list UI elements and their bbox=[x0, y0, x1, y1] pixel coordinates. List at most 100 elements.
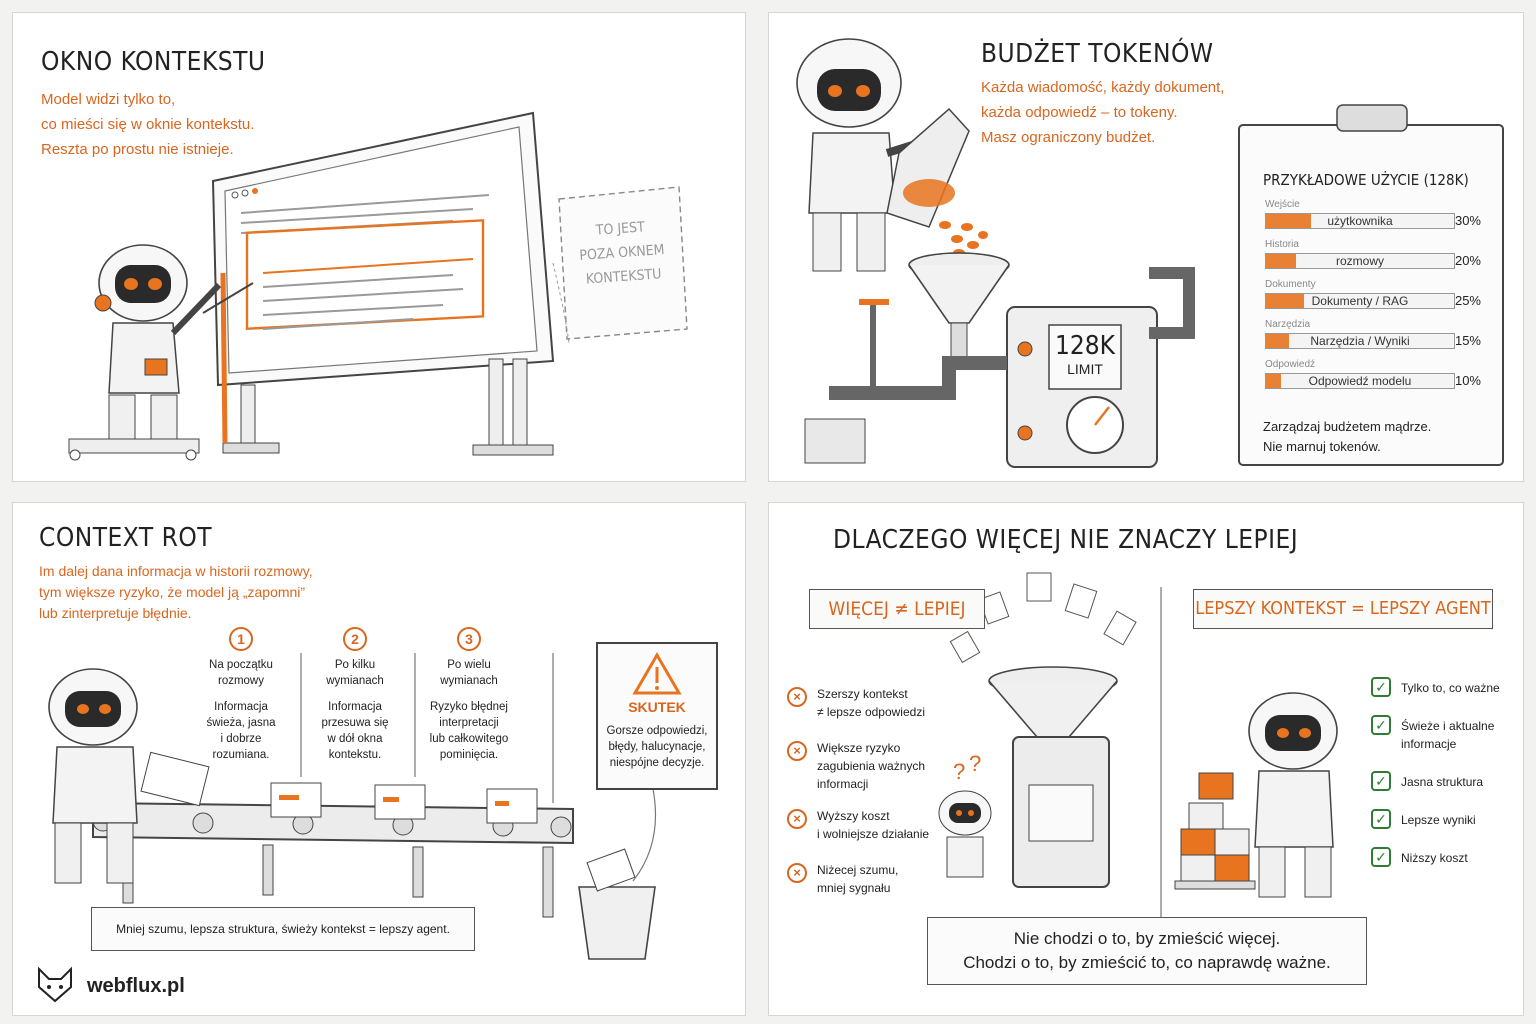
svg-text:?: ? bbox=[953, 759, 965, 784]
step-body: przesuwa się bbox=[321, 717, 389, 729]
usage-bar-fill bbox=[1266, 294, 1304, 308]
pro-item: Niższy koszt bbox=[1401, 849, 1468, 867]
panel-context-rot: CONTEXT ROT Im dalej dana informacja w h… bbox=[12, 502, 746, 1016]
usage-bar: rozmowy bbox=[1265, 253, 1455, 269]
usage-row-label: Wejście bbox=[1265, 199, 1300, 210]
block-stack bbox=[1174, 772, 1256, 890]
panel-title: OKNO KONTEKSTU bbox=[41, 47, 266, 77]
usage-bar-fill bbox=[1266, 254, 1297, 268]
robot-operator bbox=[48, 668, 210, 884]
step-body: w dół okna bbox=[327, 733, 383, 745]
step-body: kontekstu. bbox=[328, 749, 382, 761]
panel-title: BUDŻET TOKENÓW bbox=[981, 39, 1214, 69]
check-icon: ✓ bbox=[1371, 677, 1391, 697]
con-line: ≠ lepsze odpowiedzi bbox=[817, 705, 925, 719]
clipboard-title: PRZYKŁADOWE UŻYCIE (128K) bbox=[1263, 171, 1469, 189]
step-body: lub całkowitego bbox=[429, 733, 509, 745]
cross-icon: × bbox=[787, 863, 807, 883]
context-board bbox=[211, 111, 555, 456]
step-body: Informacja bbox=[328, 701, 382, 713]
step-heading: rozmowy bbox=[217, 675, 264, 687]
clipboard-footer: Zarządzaj budżetem mądrze. Nie marnuj to… bbox=[1263, 419, 1432, 454]
step-body: pominięcia. bbox=[439, 749, 499, 761]
usage-clipboard: PRZYKŁADOWE UŻYCIE (128K) Wejście użytkow… bbox=[1239, 125, 1503, 465]
usage-bar-text: Odpowiedź modelu bbox=[1308, 374, 1412, 388]
check-icon: ✓ bbox=[1371, 847, 1391, 867]
step-spacer bbox=[305, 689, 405, 699]
step-spacer bbox=[191, 689, 291, 699]
usage-bar-fill bbox=[1266, 214, 1312, 228]
pro-line: Lepsze wyniki bbox=[1401, 813, 1476, 827]
token-machine bbox=[804, 252, 1195, 468]
fox-logo-icon bbox=[33, 965, 77, 1005]
usage-row-label: Odpowiedź bbox=[1265, 359, 1316, 370]
usage-row-label: Historia bbox=[1265, 239, 1299, 250]
con-line: Wyższy koszt bbox=[817, 809, 890, 823]
robot-pouring bbox=[796, 38, 970, 272]
step-heading: wymianach bbox=[440, 675, 498, 687]
con-line: i wolniejsze działanie bbox=[817, 827, 930, 841]
panel-subtitle: Im dalej dana informacja w historii rozm… bbox=[39, 563, 313, 621]
con-line: Większe ryzyko bbox=[817, 741, 901, 755]
conclusion-box: Nie chodzi o to, by zmieścić więcej. Cho… bbox=[927, 917, 1367, 985]
better-context-banner: LEPSZY KONTEKST = LEPSZY AGENT bbox=[1193, 589, 1493, 629]
step-body: rozumiana. bbox=[212, 749, 270, 761]
panel-token-budget: BUDŻET TOKENÓW Każda wiadomość, każdy do… bbox=[768, 12, 1524, 482]
con-item: Szerszy kontekst≠ lepsze odpowiedzi bbox=[817, 685, 925, 721]
step-body: świeża, jasna bbox=[206, 717, 276, 729]
pro-line: informacje bbox=[1401, 737, 1457, 751]
usage-percent: 30% bbox=[1454, 213, 1481, 228]
check-icon: ✓ bbox=[1371, 715, 1391, 735]
check-icon: ✓ bbox=[1371, 809, 1391, 829]
more-not-better-banner: WIĘCEJ ≠ LEPIEJ bbox=[809, 589, 985, 629]
usage-bar-text: rozmowy bbox=[1335, 254, 1384, 268]
usage-bar: użytkownika bbox=[1265, 213, 1455, 229]
step-number: 1 bbox=[229, 627, 253, 651]
context-window-illustration bbox=[68, 111, 688, 461]
panel-title: CONTEXT ROT bbox=[39, 523, 213, 553]
usage-bar-fill bbox=[1266, 334, 1289, 348]
step-body: interpretacji bbox=[439, 717, 499, 729]
usage-percent: 25% bbox=[1454, 293, 1481, 308]
con-line: informacji bbox=[817, 777, 869, 791]
usage-percent: 15% bbox=[1454, 333, 1481, 348]
confused-robot: ? ? bbox=[938, 751, 992, 878]
effect-sign bbox=[596, 642, 718, 790]
message-cards bbox=[270, 782, 538, 824]
cross-icon: × bbox=[787, 687, 807, 707]
step-arrows bbox=[300, 653, 554, 803]
overloaded-machine bbox=[949, 572, 1137, 888]
step-number: 2 bbox=[343, 627, 367, 651]
context-rot-footer: Mniej szumu, lepsza struktura, świeży ko… bbox=[91, 907, 475, 951]
robot-builder bbox=[1248, 692, 1338, 898]
pro-item: Tylko to, co ważne bbox=[1401, 679, 1500, 697]
usage-bar: Dokumenty / RAG bbox=[1265, 293, 1455, 309]
panel-context-window: OKNO KONTEKSTU Model widzi tylko to, co … bbox=[12, 12, 746, 482]
pro-line: Niższy koszt bbox=[1401, 851, 1468, 865]
usage-percent: 10% bbox=[1454, 373, 1481, 388]
outside-context-label: TO JEST POZA OKNEM KONTEKSTU bbox=[578, 219, 666, 288]
usage-bar-text: użytkownika bbox=[1327, 214, 1393, 228]
pro-item: Świeże i aktualne informacje bbox=[1401, 717, 1494, 753]
usage-bar: Odpowiedź modelu bbox=[1265, 373, 1455, 389]
panel-subtitle: Model widzi tylko to, co mieści się w ok… bbox=[41, 91, 255, 158]
usage-percent: 20% bbox=[1454, 253, 1481, 268]
panel-title: DLACZEGO WIĘCEJ NIE ZNACZY LEPIEJ bbox=[833, 525, 1299, 555]
brand-name[interactable]: webflux.pl bbox=[87, 975, 185, 997]
outside-context-note bbox=[552, 186, 688, 344]
usage-bar-text: Narzędzia / Wyniki bbox=[1310, 334, 1410, 348]
step-body: Informacja bbox=[214, 701, 268, 713]
effect-text: SKUTEK Gorsze odpowiedzi, błędy, halucyn… bbox=[606, 699, 708, 769]
pro-line: Świeże i aktualne bbox=[1401, 719, 1495, 733]
con-line: mniej sygnału bbox=[817, 881, 891, 895]
step-spacer bbox=[419, 689, 519, 699]
check-icon: ✓ bbox=[1371, 771, 1391, 791]
cross-icon: × bbox=[787, 741, 807, 761]
con-item: Niżecej szumu,mniej sygnału bbox=[817, 861, 898, 897]
step-heading: Na początku bbox=[209, 659, 273, 671]
step-body: Ryzyko błędnej bbox=[430, 701, 508, 713]
